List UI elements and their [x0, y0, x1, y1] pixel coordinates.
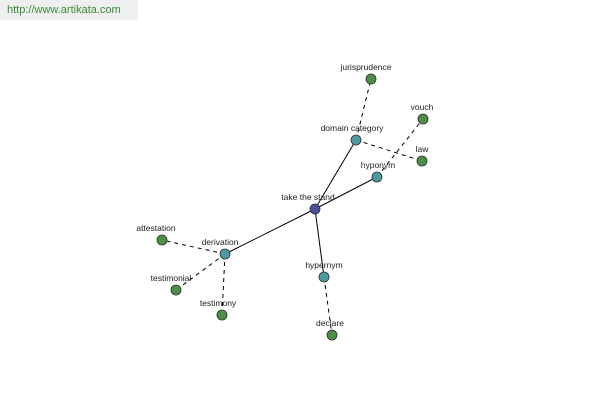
leaf-label-attestation: attestation — [136, 223, 175, 233]
edge-declare — [323, 276, 333, 336]
leaf-node-declare[interactable] — [326, 329, 338, 341]
relation-node-hypernym[interactable] — [318, 271, 330, 283]
relation-label-hypernym: hypernym — [305, 260, 342, 270]
relation-node-derivation[interactable] — [219, 248, 231, 260]
center-node[interactable] — [309, 203, 321, 215]
graph-nodes — [156, 73, 429, 341]
center-label: take the stand — [281, 192, 335, 202]
edge-derivation — [224, 208, 316, 255]
leaf-label-law: law — [416, 144, 430, 154]
leaf-node-testimony[interactable] — [216, 309, 228, 321]
leaf-label-declare: declare — [316, 318, 344, 328]
leaf-label-testimony: testimony — [200, 298, 237, 308]
edge-testimonial — [175, 253, 226, 291]
leaf-node-law[interactable] — [416, 155, 428, 167]
relation-node-domain_category[interactable] — [350, 134, 362, 146]
graph-edges — [161, 78, 424, 336]
relation-label-derivation: derivation — [202, 237, 239, 247]
leaf-node-vouch[interactable] — [417, 113, 429, 125]
leaf-node-jurisprudence[interactable] — [365, 73, 377, 85]
edge-hypernym — [314, 208, 325, 278]
edge-hyponym — [314, 176, 378, 210]
edge-jurisprudence — [355, 78, 372, 141]
leaf-node-testimonial[interactable] — [170, 284, 182, 296]
leaf-node-attestation[interactable] — [156, 234, 168, 246]
edge-law — [355, 139, 423, 162]
leaf-label-testimonial: testimonial — [151, 273, 192, 283]
graph-labels: take the stand domain category hyponym deri… — [136, 62, 433, 328]
relation-label-hyponym: hyponym — [361, 160, 396, 170]
leaf-label-vouch: vouch — [411, 102, 434, 112]
site-url-link[interactable]: http://www.artikata.com — [7, 4, 121, 16]
edge-testimony — [221, 253, 226, 316]
leaf-label-jurisprudence: jurisprudence — [339, 62, 391, 72]
relation-label-domain_category: domain category — [321, 123, 385, 133]
edge-attestation — [161, 239, 226, 255]
url-banner: http://www.artikata.com — [0, 0, 138, 20]
edge-domain_category — [314, 139, 357, 210]
relation-node-hyponym[interactable] — [371, 171, 383, 183]
